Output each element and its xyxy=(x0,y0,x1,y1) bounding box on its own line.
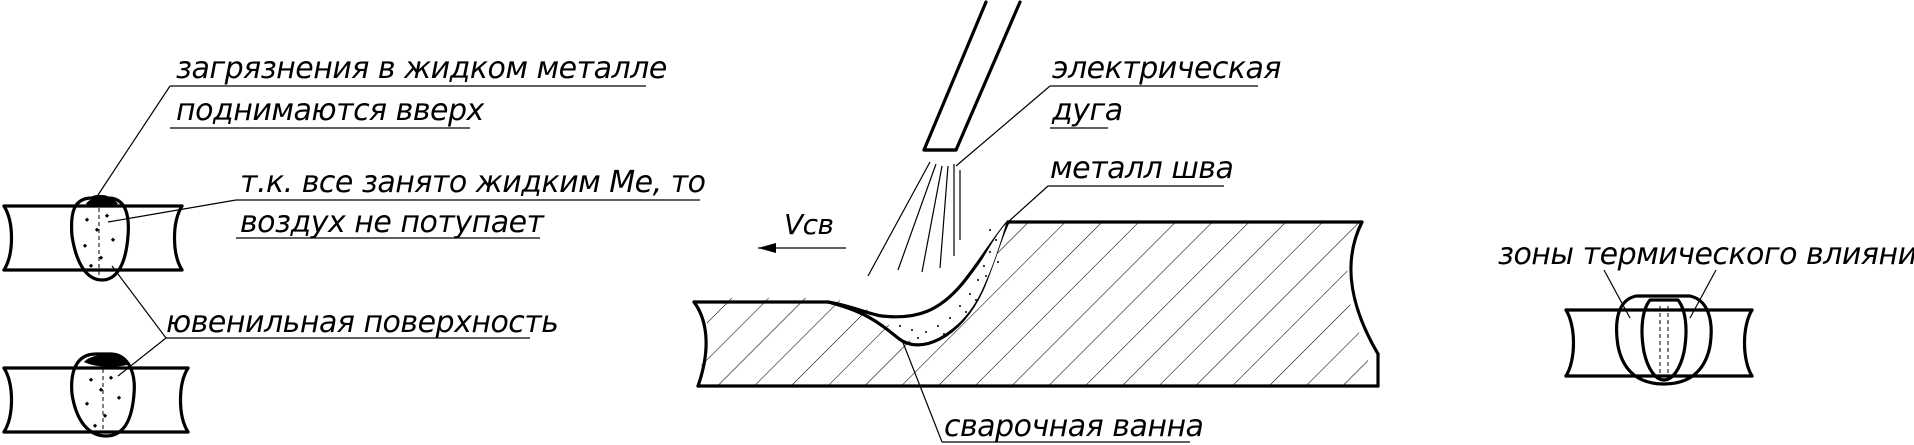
plate-break-right xyxy=(178,366,190,434)
velocity-arrow-head xyxy=(758,243,776,253)
label-weld-pool: сварочная ванна xyxy=(944,409,1203,444)
leader-haz-right xyxy=(1689,269,1717,319)
label-contaminants-1: загрязнения в жидком металле xyxy=(176,51,667,86)
plate-left-break xyxy=(692,300,708,388)
leader-seam-metal xyxy=(1007,185,1049,223)
inclusion-dots xyxy=(84,375,122,428)
label-contaminants-2: поднимаются вверх xyxy=(176,93,485,128)
label-air-2: воздух не потупает xyxy=(240,205,546,240)
leader-haz-left xyxy=(1603,269,1631,319)
contaminant-cap xyxy=(86,197,118,206)
left-leaders xyxy=(95,85,700,377)
leader-juvenile-1 xyxy=(111,265,167,339)
inclusion-dots xyxy=(82,213,116,268)
left-top-weld-sketch xyxy=(2,194,184,282)
label-seam-metal: металл шва xyxy=(1050,151,1233,186)
plate-break-left xyxy=(2,366,14,434)
pool-stipple xyxy=(857,229,999,339)
leader-contaminants xyxy=(95,85,171,199)
pool-fill xyxy=(884,224,1006,342)
left-bottom-weld-sketch xyxy=(2,352,190,438)
leader-air xyxy=(107,199,237,223)
label-arc-1: электрическая xyxy=(1052,51,1281,86)
plate-break-left xyxy=(1564,308,1576,378)
center-welding-scheme xyxy=(692,0,1380,443)
weld-bead xyxy=(69,194,130,282)
haz-inner-weld xyxy=(1640,298,1688,382)
weld-bead xyxy=(70,352,136,438)
label-velocity: Vсв xyxy=(784,208,834,241)
leader-juvenile-2 xyxy=(117,337,167,377)
juvenile-cap xyxy=(84,354,130,367)
leader-weld-pool xyxy=(901,339,943,443)
arc-rays xyxy=(867,161,961,277)
plate-break-left xyxy=(2,204,14,272)
haz-outer xyxy=(1614,294,1713,386)
label-juvenile: ювенильная поверхность xyxy=(166,305,558,340)
electrode xyxy=(922,0,1022,152)
plate-break-right xyxy=(1742,308,1754,378)
label-air-1: т.к. все занято жидким Ме, то xyxy=(240,165,706,200)
plate-break-right xyxy=(172,204,184,272)
plate-right-break xyxy=(1349,220,1380,356)
label-arc-2: дуга xyxy=(1051,93,1123,128)
label-haz: зоны термического влияния xyxy=(1498,237,1914,272)
leader-arc xyxy=(955,85,1051,167)
weld-pool-surface xyxy=(826,220,1010,319)
right-haz-sketch xyxy=(1564,269,1754,386)
